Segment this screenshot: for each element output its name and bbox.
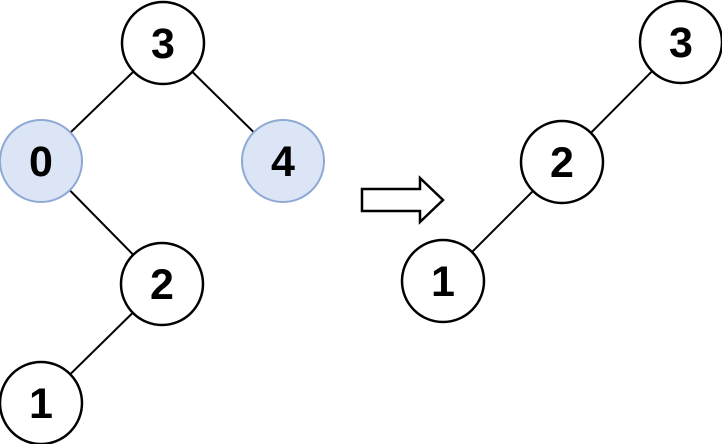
node-label: 3: [151, 20, 175, 68]
node-label: 1: [29, 380, 53, 428]
right-arrow-icon: [360, 175, 445, 225]
node-circle: [400, 238, 486, 324]
node-circle: [0, 360, 84, 444]
node-circle: [119, 241, 205, 327]
node-circle: [519, 119, 605, 205]
tree-node-result-tree-3: 3: [638, 0, 722, 85]
tree-node-original-tree-3: 3: [120, 0, 206, 86]
tree-node-original-tree-1: 1: [0, 360, 84, 444]
tree-node-original-tree-0: 0: [0, 119, 83, 203]
node-label: 3: [669, 19, 693, 67]
tree-node-original-tree-4: 4: [241, 119, 325, 203]
node-label: 0: [29, 138, 53, 186]
node-label: 1: [431, 258, 455, 306]
node-label: 2: [550, 139, 574, 187]
node-circle: [120, 0, 206, 86]
node-label: 4: [271, 138, 295, 186]
node-label: 2: [150, 261, 174, 309]
highlighted-node-circle: [0, 119, 83, 203]
node-circle: [638, 0, 722, 85]
tree-node-result-tree-1: 1: [400, 238, 486, 324]
tree-node-original-tree-2: 2: [119, 241, 205, 327]
highlighted-node-circle: [241, 119, 325, 203]
tree-node-result-tree-2: 2: [519, 119, 605, 205]
